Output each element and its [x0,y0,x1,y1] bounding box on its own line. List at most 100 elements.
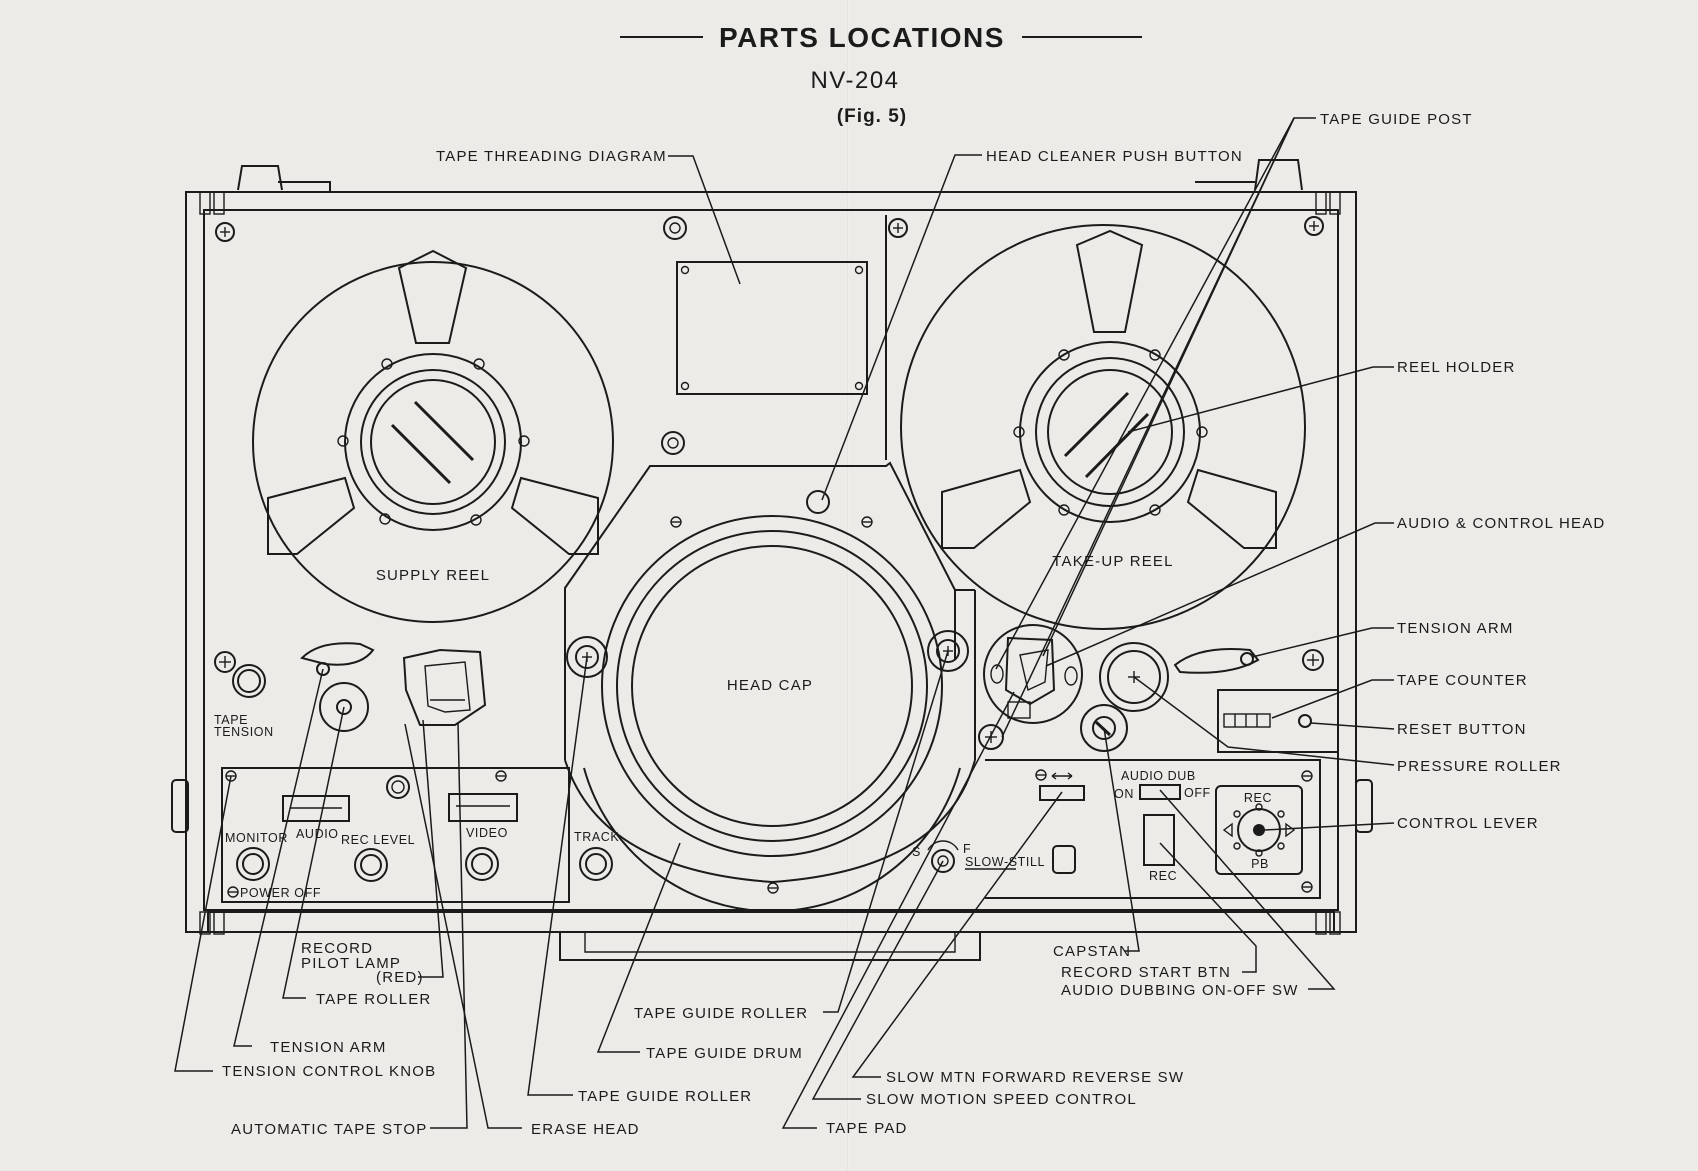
callout-tape-roller: TAPE ROLLER [316,991,431,1008]
audio-control-head-assembly [983,624,1083,724]
screw [215,222,235,242]
right-handle [1254,159,1303,191]
audio-dub-label: AUDIO DUB [1121,769,1196,783]
leader-audio-dubbing-sw [1159,789,1336,990]
title-block: PARTS LOCATIONS NV-204 (Fig. 5) [620,22,1142,127]
callout-audio-dubbing-sw: AUDIO DUBBING ON-OFF SW [1061,982,1299,999]
reel-window [510,476,599,555]
callout-record-pilot-lamp-1: RECORD [301,940,373,957]
deck-plate [203,209,1339,911]
rec-button-label: REC [1149,869,1177,883]
base-foot [559,932,981,961]
tape-threading-diagram-plate [676,215,887,460]
reset-button[interactable] [1298,714,1312,728]
callout-slow-motion-speed-control: SLOW MOTION SPEED CONTROL [866,1091,1137,1108]
capstan [1080,704,1128,752]
slow-motion-speed-knob[interactable] [927,840,959,873]
leader-slow-motion-speed-control [811,860,944,1100]
erase-head [402,648,487,726]
head-drum-area: HEAD CAP [564,461,976,913]
callout-tape-pad: TAPE PAD [826,1120,908,1137]
leader-record-pilot-lamp [418,719,444,978]
leader-tape-guide-roller-upper [823,650,949,1013]
head-cap-label: HEAD CAP [727,677,813,694]
leader-slow-mtn-forward-reverse-sw [851,791,1063,1078]
figure-number: (Fig. 5) [837,106,907,127]
rec-level-knob[interactable] [354,848,388,882]
screw [214,651,236,673]
leader-record-start-btn [1159,842,1257,973]
slow-still-button[interactable] [1052,845,1076,874]
tension-arm-left [300,642,375,676]
callout-control-lever: CONTROL LEVER [1397,815,1539,832]
callout-tape-counter: TAPE COUNTER [1397,672,1528,689]
leader-tension-arm-left [233,668,324,1047]
track-knob[interactable] [579,847,613,881]
callout-record-pilot-lamp-3: (RED) [376,969,424,986]
track-label: TRACK [574,830,619,844]
leader-capstan [1103,727,1140,952]
callout-automatic-tape-stop: AUTOMATIC TAPE STOP [231,1121,427,1138]
drum-housing [564,461,956,660]
audio-dub-on-label: ON [1114,787,1134,801]
callout-tape-guide-roller-upper: TAPE GUIDE ROLLER [634,1005,808,1022]
slow-mtn-forward-reverse-switch[interactable] [1039,785,1085,801]
callout-audio-control-head: AUDIO & CONTROL HEAD [1397,515,1605,532]
video-knob[interactable] [465,847,499,881]
left-handle [237,165,283,191]
take-up-reel-label: TAKE-UP REEL [1052,553,1173,570]
control-lever[interactable] [1253,824,1265,836]
screw [661,431,685,455]
leader-control-lever [1264,822,1395,831]
screw [663,216,687,240]
head-cleaner-button [806,490,830,514]
leader-tape-threading-diagram [668,155,741,285]
pb-position-label: PB [1251,857,1269,871]
leader-reset-button [1310,722,1395,730]
reel-window [941,468,1032,549]
drum-base-plate [564,759,976,884]
slow-label-f: F [963,842,971,856]
leader-automatic-tape-stop [430,722,468,1129]
leader-tape-guide-roller-lower [527,656,588,1096]
tape-tension-label-1: TAPE [214,713,248,727]
leader-audio-control-head [1045,522,1394,667]
power-off-label: POWER OFF [240,886,321,900]
control-lever-plate: REC PB [1215,785,1303,875]
callout-record-start-btn: RECORD START BTN [1061,964,1231,981]
video-label: VIDEO [466,826,508,840]
left-latch [278,181,331,192]
callout-tape-guide-roller-lower: TAPE GUIDE ROLLER [578,1088,752,1105]
callout-reel-holder: REEL HOLDER [1397,359,1516,376]
right-side-knob [1355,779,1373,833]
paper-fold [847,0,849,1171]
tape-tension-label-2: TENSION [214,725,274,739]
monitor-knob[interactable] [236,847,270,881]
leader-tape-guide-post-a [995,117,1316,670]
rec-level-label: REC LEVEL [341,833,415,847]
audio-dub-switch[interactable] [1139,784,1181,800]
leader-pressure-roller [1133,676,1395,766]
leader-head-cleaner-button [821,154,982,501]
reel-window [1075,229,1144,333]
reel-window [397,249,468,344]
take-up-reel: TAKE-UP REEL [900,224,1306,630]
callout-slow-mtn-forward-reverse-sw: SLOW MTN FORWARD REVERSE SW [886,1069,1184,1086]
tape-tension-knob: TAPE TENSION [214,664,274,739]
screw [767,882,779,894]
left-control-panel: MONITOR AUDIO REC LEVEL VIDEO TRACK POWE… [221,767,619,903]
record-start-button[interactable] [1143,814,1175,866]
leader-lines [174,117,1395,1129]
audio-meter [282,795,350,822]
page-title: PARTS LOCATIONS [719,22,1005,53]
video-meter [448,793,518,822]
leader-tape-guide-drum [596,842,681,1053]
callout-reset-button: RESET BUTTON [1397,721,1527,738]
leader-tape-guide-post-c [1042,117,1295,657]
tape-guide-roller-left [566,636,608,678]
leader-tension-arm-right [1251,627,1394,658]
leader-tape-counter [1271,679,1394,719]
audio-dub-off-label: OFF [1184,786,1211,800]
leader-tension-control-knob [174,775,232,1072]
